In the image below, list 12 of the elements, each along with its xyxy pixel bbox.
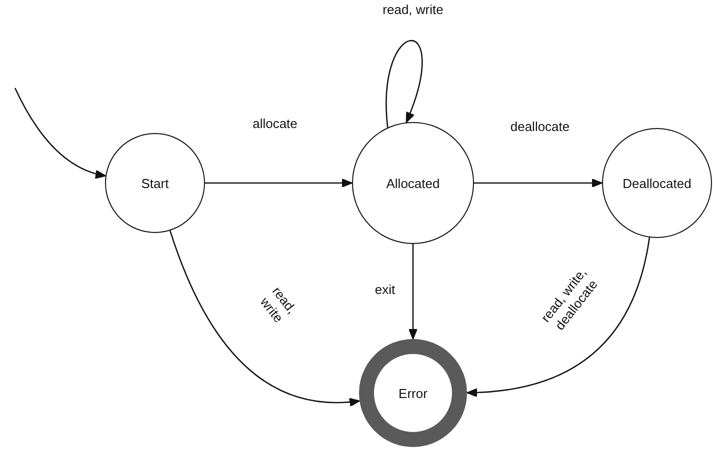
edge-label: read, write bbox=[380, 2, 446, 18]
state-name: Deallocated bbox=[622, 176, 692, 190]
state-name: Error bbox=[398, 386, 428, 400]
transition-arrow bbox=[408, 244, 418, 340]
transition-arrow bbox=[14, 88, 106, 178]
transition-arrow bbox=[466, 237, 650, 397]
transition-arrow bbox=[169, 230, 360, 406]
state-name: Start bbox=[141, 176, 169, 190]
transition-arrow bbox=[386, 40, 423, 128]
state-name: Allocated bbox=[386, 176, 440, 190]
transition-arrow bbox=[474, 178, 602, 188]
transition-arrow bbox=[205, 178, 352, 188]
